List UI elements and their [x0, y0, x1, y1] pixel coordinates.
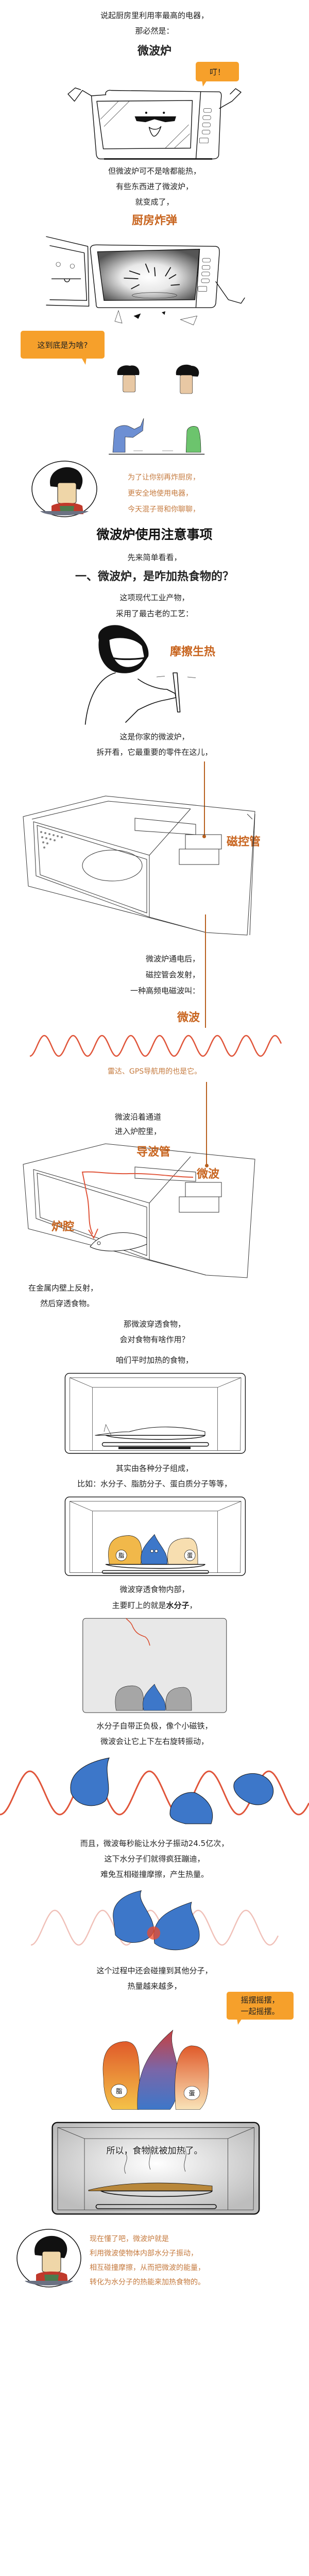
- body-text: 比如：水分子、脂肪分子、蛋白质分子等等，: [77, 1479, 232, 1488]
- body-text: 然后穿透食物。: [40, 1299, 95, 1308]
- bubble-text: 这到底是为啥?: [37, 340, 88, 350]
- sunglasses-icon: [134, 116, 176, 123]
- protein-tag: 蛋: [187, 1552, 193, 1559]
- fat-tag: 脂: [116, 2087, 122, 2095]
- water-molecule-icon: [141, 1534, 168, 1565]
- body-text: 这项现代工业产物，: [119, 593, 190, 602]
- host-avatar: [31, 461, 97, 517]
- caveman-rubbing-stick-illustration: [84, 625, 196, 725]
- colliding-water-molecules-illustration: [30, 1890, 279, 1951]
- water-molecule-emphasis: 水分子: [166, 1601, 190, 1610]
- control-buttons-icon: [199, 108, 212, 144]
- host-text-line: 转化为水分子的热能来加热食物的。: [90, 2278, 205, 2286]
- text-segment: 主要盯上的就是: [112, 1601, 166, 1610]
- bubble-text: 一起摇摆。: [241, 2007, 280, 2016]
- body-text: 那微波穿透食物，: [123, 1319, 185, 1329]
- text-segment: ，: [189, 1601, 197, 1610]
- waveguide-label: 导波管: [136, 1146, 171, 1159]
- two-people-chatting-illustration: [109, 364, 205, 455]
- cavity-label: 炉腔: [52, 1221, 75, 1233]
- bubble-text: 摇摆摇摆，: [241, 1995, 280, 2005]
- microwave-cutaway-diagram: [23, 795, 255, 936]
- exploding-microwave-illustration: [46, 236, 245, 326]
- microwave-sine-wave: [29, 1035, 282, 1057]
- protein-tag: 蛋: [189, 2090, 195, 2097]
- bubble-text: 叮！: [209, 67, 225, 77]
- host-text-line: 现在懂了吧，微波炉就是: [90, 2235, 169, 2243]
- friction-heat-label: 摩擦生热: [170, 646, 216, 658]
- body-text: 微波穿透食物内部，: [119, 1585, 190, 1594]
- host-avatar: [16, 2229, 81, 2287]
- impact-glow-icon: [147, 1926, 161, 1940]
- body-text: 水分子自带正负极，像个小磁铁，: [96, 1721, 213, 1731]
- host-text-line: 今天混子哥和你聊聊，: [128, 505, 200, 514]
- body-text: 热量越来越多，: [127, 1981, 182, 1991]
- heated-fish-oven-illustration: [52, 2122, 260, 2215]
- radar-note: 雷达、GPS导航用的也是它。: [107, 1067, 202, 1076]
- leader-line: [205, 914, 206, 1028]
- oven-cavity-fish-illustration: [64, 1372, 246, 1454]
- fat-tag: 脂: [118, 1552, 124, 1559]
- leader-dot: [205, 1164, 209, 1167]
- body-text: 微波会让它上下左右旋转振动，: [100, 1737, 209, 1746]
- body-text: 一种高频电磁波叫：: [130, 986, 200, 995]
- body-text: 咱们平时加热的食物，: [115, 1355, 193, 1365]
- heated-caption: 所以，食物就被加热了。: [106, 2146, 203, 2156]
- host-text-line: 为了让你别再炸厨房，: [128, 473, 200, 482]
- water-molecule-targeted-illustration: [82, 1618, 227, 1713]
- body-text: 这个过程中还会碰撞到其他分子，: [96, 1966, 213, 1975]
- molecules-on-plate-illustration: 脂 蛋: [64, 1496, 246, 1576]
- speech-bubble: 叮！: [196, 62, 239, 87]
- question-bubble: 这到底是为啥?: [21, 331, 105, 365]
- explosion-burst-icon: [124, 263, 180, 290]
- body-text: 这是你家的微波炉，: [119, 732, 190, 741]
- intro-title: 微波炉: [137, 45, 171, 58]
- microwave-waveguide-diagram: [23, 1143, 255, 1278]
- body-text: 其实由各种分子组成，: [115, 1464, 193, 1473]
- water-molecule-icon: [233, 1773, 274, 1805]
- protein-molecule-icon: 蛋: [167, 1538, 198, 1565]
- body-text: 采用了最古老的工艺：: [115, 609, 193, 618]
- intro-line: 有些东西进了微波炉，: [115, 182, 193, 191]
- main-title: 微波炉使用注意事项: [96, 527, 213, 542]
- water-molecule-icon: [169, 1792, 213, 1824]
- section-heading: 一、微波炉，是咋加热食物的？: [75, 570, 234, 583]
- body-text: 进入炉腔里，: [115, 1127, 162, 1136]
- vent-holes-icon: [40, 831, 63, 849]
- body-text: 磁控管会发射，: [145, 970, 200, 979]
- magnetron-label: 磁控管: [227, 836, 261, 849]
- fat-molecule-icon: 脂: [108, 1535, 142, 1565]
- body-text: 而且，微波每秒能让水分子振动24.5亿次，: [80, 1839, 229, 1848]
- body-text: 微波沿着通道: [115, 1112, 162, 1122]
- host-text-line: 更安全地使用电器，: [128, 489, 193, 498]
- kitchen-bomb-label: 厨房炸弹: [131, 214, 177, 227]
- fish-icon: [90, 1232, 147, 1251]
- leader-line: [206, 1082, 207, 1165]
- intro-line: 就变成了，: [135, 197, 174, 207]
- body-text: 主要盯上的就是水分子，: [0, 1600, 309, 1611]
- heated-molecules-dancing-illustration: 脂 蛋: [102, 2029, 209, 2110]
- body-text: 拆开看，它最重要的零件在这儿，: [96, 748, 213, 757]
- happy-microwave-illustration: [67, 87, 242, 160]
- dance-bubble: 摇摆摇摆， 一起摇摆。: [227, 1992, 294, 2025]
- body-text: 这下水分子们就得疯狂蹦迪，: [104, 1854, 205, 1863]
- body-text: 在金属内壁上反射，: [28, 1283, 98, 1293]
- intro-line: 那必然是：: [135, 26, 174, 36]
- body-text: 微波炉通电后，: [145, 954, 200, 963]
- host-text-line: 利用微波使物体内部水分子振动，: [90, 2249, 198, 2258]
- dancing-water-molecules-illustration: [0, 1757, 309, 1824]
- intro-line: 但微波炉可不是啥都能热，: [108, 166, 201, 176]
- microwave-label: 微波: [197, 1168, 220, 1181]
- host-text-line: 相互碰撞摩擦，从而把微波的能量，: [90, 2264, 205, 2272]
- microwave-label: 微波: [177, 1011, 200, 1024]
- leader-line: [204, 761, 205, 836]
- lead-text: 先来简单看看，: [127, 553, 182, 562]
- body-text: 会对食物有啥作用？: [119, 1335, 190, 1344]
- body-text: 难免互相碰撞摩擦，产生热量。: [100, 1870, 209, 1879]
- water-molecule-icon: [70, 1757, 110, 1806]
- leader-dot: [202, 835, 206, 838]
- intro-line: 说起厨房里利用率最高的电器，: [100, 11, 209, 20]
